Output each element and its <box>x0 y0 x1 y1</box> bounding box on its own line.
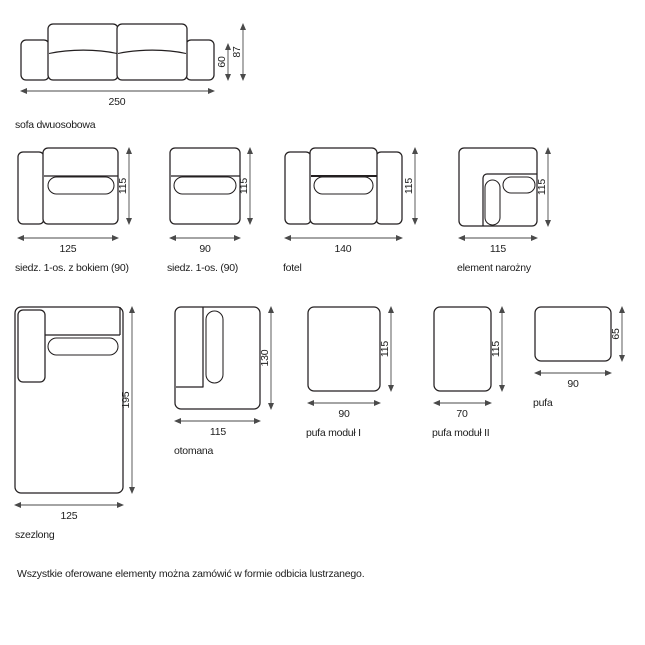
label-fotel: fotel <box>283 262 302 274</box>
footnote-mirror-note: Wszystkie oferowane elementy można zamów… <box>17 568 364 580</box>
dimension-pufa-i-height: 115 <box>379 306 394 392</box>
label-pufa-modul-i: pufa moduł I <box>306 427 361 439</box>
dimension-siedz-bokiem-height: 115 <box>117 147 132 225</box>
dimension-pufa-i-115: 115 <box>379 341 391 357</box>
item-szezlong: 195 125 szezlong <box>14 306 135 541</box>
item-element-narozny: 115 115 element narożny <box>457 147 551 274</box>
label-otomana: otomana <box>174 445 214 457</box>
dimension-fotel-width: 140 <box>284 235 403 255</box>
szezlong-cushion <box>47 337 119 356</box>
otomana-armrest-band <box>176 307 203 387</box>
dimension-corner-115-h: 115 <box>536 179 548 195</box>
dimension-fotel-115: 115 <box>403 178 415 194</box>
dimension-siedz-height: 115 <box>238 147 253 225</box>
fotel-cushion <box>313 176 374 195</box>
otomana-cushion <box>205 310 224 384</box>
dimension-otomana-130: 130 <box>259 349 271 366</box>
dimension-siedz-90: 90 <box>199 243 211 255</box>
dimension-szezlong-height: 195 <box>120 306 135 494</box>
sofa-left-armrest <box>21 40 49 80</box>
dimension-szezlong-width: 125 <box>14 502 124 522</box>
item-siedz-1os: 115 90 siedz. 1-os. (90) <box>167 147 253 274</box>
sofa-module-right <box>117 24 187 80</box>
dimension-sofa-87: 87 <box>231 46 243 58</box>
dimension-szezlong-125: 125 <box>61 510 78 522</box>
dimension-pufa-i-90: 90 <box>338 408 350 420</box>
dimension-corner-width: 115 <box>458 235 538 255</box>
label-pufa: pufa <box>533 397 553 409</box>
corner-cushion-horizontal <box>502 176 536 194</box>
fotel-right-armrest <box>376 152 402 224</box>
item-otomana: 130 115 otomana <box>174 306 274 457</box>
dimension-sofa-total-height: 87 <box>231 23 246 81</box>
sofa-seam-right <box>117 49 187 55</box>
dimension-sofa-60: 60 <box>216 56 228 68</box>
label-element-narozny: element narożny <box>457 262 532 274</box>
sofa-seam-left <box>48 49 118 55</box>
pufa-modul-ii-body <box>434 307 491 391</box>
dimension-sofa-250: 250 <box>109 96 126 108</box>
item-pufa-modul-i: 115 90 pufa moduł I <box>306 306 394 439</box>
dimension-sofa-width: 250 <box>20 88 215 108</box>
dimension-otomana-width: 115 <box>174 418 261 438</box>
label-szezlong: szezlong <box>15 529 55 541</box>
dimension-pufa-65: 65 <box>610 328 622 340</box>
dimension-pufa-ii-height: 115 <box>490 306 505 392</box>
dimension-sofa-seat-height: 60 <box>216 43 231 81</box>
dimension-siedz-bokiem-125: 125 <box>60 243 77 255</box>
dimension-pufa-ii-70: 70 <box>456 408 468 420</box>
dimension-siedz-bokiem-width: 125 <box>17 235 119 255</box>
fotel-left-armrest <box>285 152 311 224</box>
pufa-modul-i-body <box>308 307 380 391</box>
dimension-pufa-90: 90 <box>567 378 579 390</box>
label-pufa-modul-ii: pufa moduł II <box>432 427 489 439</box>
szezlong-armrest <box>18 310 45 382</box>
dimension-pufa-width: 90 <box>534 370 612 390</box>
dimension-fotel-height: 115 <box>403 147 418 225</box>
dimension-fotel-140: 140 <box>335 243 352 255</box>
dimension-corner-height: 115 <box>536 147 551 227</box>
dimension-corner-115-w: 115 <box>490 243 506 255</box>
dimension-szezlong-195: 195 <box>120 391 132 408</box>
pufa-body <box>535 307 611 361</box>
corner-cushion-vertical <box>484 179 501 226</box>
sofa-right-armrest <box>186 40 214 80</box>
item-sofa-dwuosobowa: 60 87 250 sofa dwuosobowa <box>15 23 246 131</box>
dimension-otomana-115: 115 <box>210 426 226 438</box>
item-siedz-1os-z-bokiem: 115 125 siedz. 1-os. z bokiem (90) <box>15 147 132 274</box>
item-pufa: 65 90 pufa <box>533 306 625 409</box>
dimension-siedz-bokiem-115: 115 <box>117 178 129 194</box>
dimension-pufa-i-width: 90 <box>307 400 381 420</box>
dimension-siedz-width: 90 <box>169 235 241 255</box>
seat-cushion <box>47 176 115 195</box>
dimension-siedz-115: 115 <box>238 178 250 194</box>
dimension-pufa-ii-115: 115 <box>490 341 502 357</box>
label-siedz-1os-z-bokiem: siedz. 1-os. z bokiem (90) <box>15 262 129 274</box>
item-fotel: 115 140 fotel <box>283 147 418 274</box>
corner-back-band <box>483 174 537 226</box>
seat-only-cushion <box>173 176 237 195</box>
dimension-pufa-height: 65 <box>610 306 625 362</box>
dimension-otomana-height: 130 <box>259 306 274 410</box>
item-pufa-modul-ii: 115 70 pufa moduł II <box>432 306 505 439</box>
label-sofa-dwuosobowa: sofa dwuosobowa <box>15 119 96 131</box>
label-siedz-1os: siedz. 1-os. (90) <box>167 262 238 274</box>
dimension-pufa-ii-width: 70 <box>433 400 492 420</box>
seat-side-armrest <box>18 152 44 224</box>
